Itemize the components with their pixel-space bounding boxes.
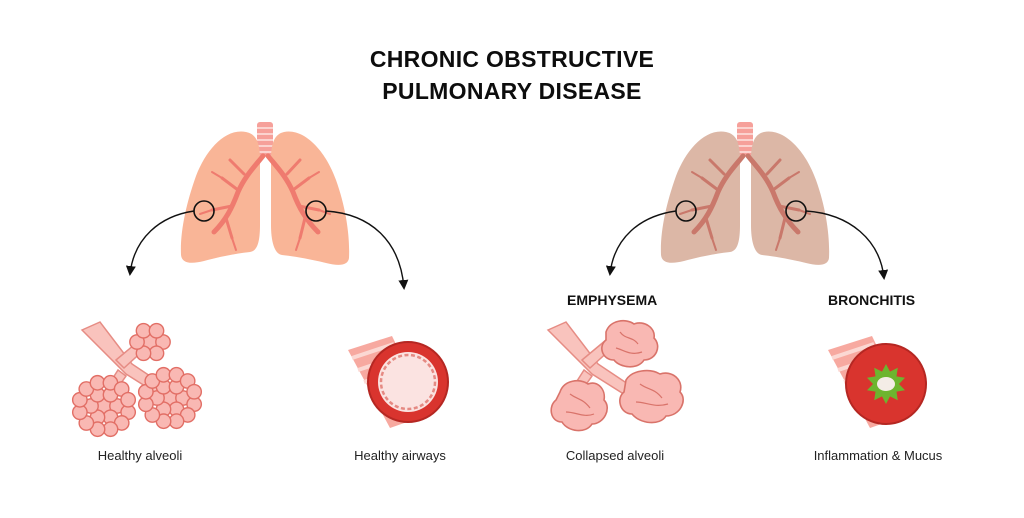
caption-collapsed-alveoli: Collapsed alveoli [565, 448, 665, 463]
diseased-trachea [737, 122, 753, 156]
alveolus-bubble [186, 383, 203, 400]
arrow-to-healthy-airways [325, 210, 409, 290]
heading-bronchitis: BRONCHITIS [828, 292, 916, 308]
diseased-lungs-illustration [660, 122, 830, 265]
diagram-title-line-1: CHRONIC OBSTRUCTIVE [369, 46, 655, 72]
collapsed-alveoli-illustration [546, 319, 684, 432]
healthy-alveoli-cluster-upper [129, 322, 171, 362]
alveolus-bubble [120, 391, 137, 408]
alveolus-bubble [168, 413, 185, 430]
healthy-alveoli-illustration [71, 321, 203, 438]
alveolus-bubble [148, 345, 165, 362]
diseased-left-lung [660, 131, 740, 263]
caption-healthy-airways: Healthy airways [354, 448, 446, 463]
alveolus-bubble [148, 322, 165, 339]
diseased-bronchi [679, 153, 811, 251]
alveolus-bubble [102, 421, 119, 438]
healthy-right-lung [271, 131, 350, 265]
healthy-trachea [257, 122, 273, 156]
arrow-to-bronchitis [805, 210, 889, 280]
alveolus-bubble [135, 322, 152, 339]
alveolus-bubble [89, 374, 106, 391]
diseased-right-lung [751, 131, 830, 265]
heading-emphysema: EMPHYSEMA [567, 292, 658, 308]
caption-healthy-alveoli: Healthy alveoli [97, 448, 183, 463]
healthy-bronchi [199, 153, 331, 251]
healthy-lungs-illustration [180, 122, 350, 265]
healthy-alveoli-cluster-left [71, 374, 137, 438]
arrow-to-emphysema [605, 210, 677, 276]
inflamed-airway-illustration [828, 336, 927, 428]
arrow-to-healthy-alveoli [125, 210, 195, 276]
healthy-alveoli-cluster-right [137, 366, 203, 430]
healthy-left-lung [180, 131, 260, 263]
caption-inflammation-mucus: Inflammation & Mucus [813, 448, 943, 463]
healthy-airway-illustration [348, 336, 449, 428]
diagram-title-line-2: PULMONARY DISEASE [382, 78, 642, 104]
alveolus-bubble [155, 366, 172, 383]
